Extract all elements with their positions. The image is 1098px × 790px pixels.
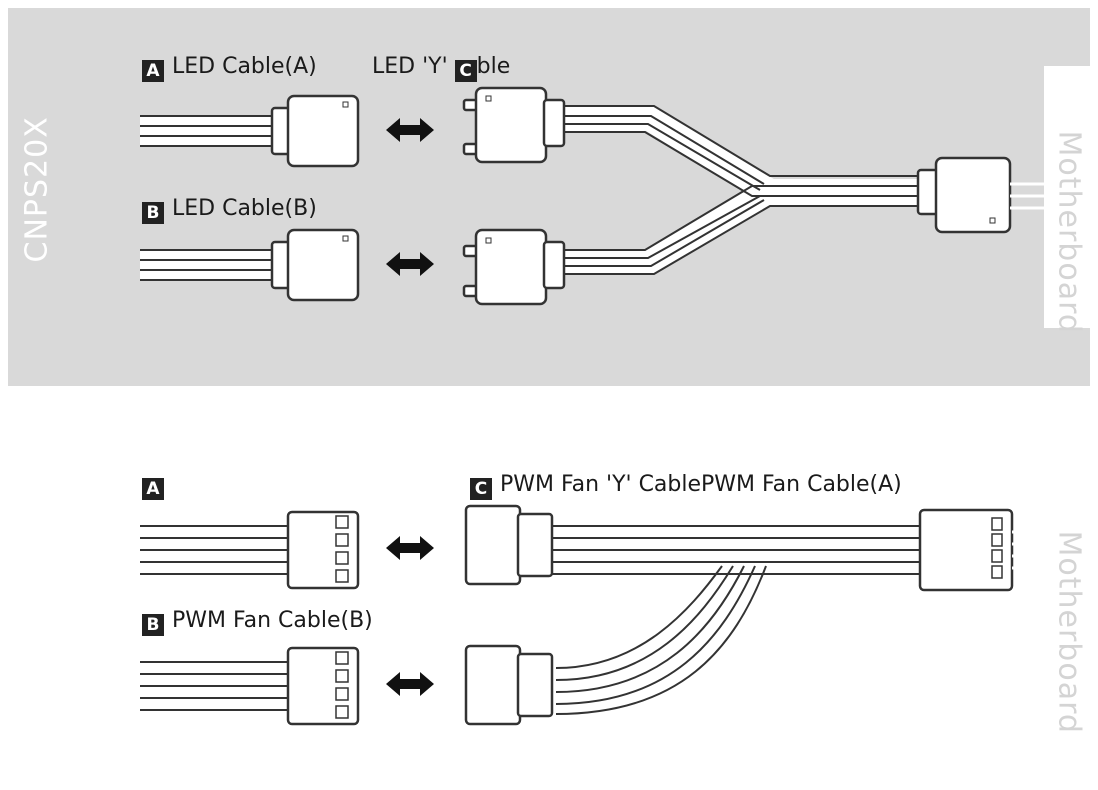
- led-connector-icon: [270, 94, 360, 168]
- badge-c: C: [470, 478, 492, 500]
- motherboard-box-top: [1044, 66, 1090, 328]
- badge-a: A: [142, 60, 164, 82]
- led-y-cable: [462, 86, 1044, 306]
- pwm-cable-a: [140, 525, 290, 576]
- label-pwm-a: A: [142, 472, 172, 500]
- led-cable-a-text: LED Cable(A): [172, 54, 317, 79]
- pwm-y-cable: [464, 504, 1044, 726]
- led-cable-b: [140, 249, 274, 281]
- badge-c: C: [454, 60, 477, 82]
- pwm-connector-icon: [286, 646, 360, 726]
- label-led-cable-a: A LED Cable(A): [142, 54, 317, 82]
- pwm-connector-icon: [286, 510, 360, 590]
- pwm-y-text: PWM Fan 'Y' CablePWM Fan Cable(A): [500, 472, 902, 497]
- double-arrow-icon: [386, 672, 434, 696]
- double-arrow-icon: [386, 536, 434, 560]
- badge-b: B: [142, 202, 164, 224]
- led-y-text: LED 'Y': [372, 54, 455, 79]
- led-connector-icon: [270, 228, 360, 302]
- pwm-cable-b-text: PWM Fan Cable(B): [172, 608, 373, 633]
- led-y-tail: ble: [476, 54, 511, 79]
- label-pwm-y-cable: C PWM Fan 'Y' CablePWM Fan Cable(A): [470, 472, 902, 500]
- label-pwm-cable-b: B PWM Fan Cable(B): [142, 608, 373, 636]
- badge-b: B: [142, 614, 164, 636]
- badge-a: A: [142, 478, 164, 500]
- pwm-cable-b: [140, 661, 290, 712]
- led-cable-a: [140, 115, 274, 147]
- led-cable-b-text: LED Cable(B): [172, 196, 317, 221]
- label-led-cable-b: B LED Cable(B): [142, 196, 317, 224]
